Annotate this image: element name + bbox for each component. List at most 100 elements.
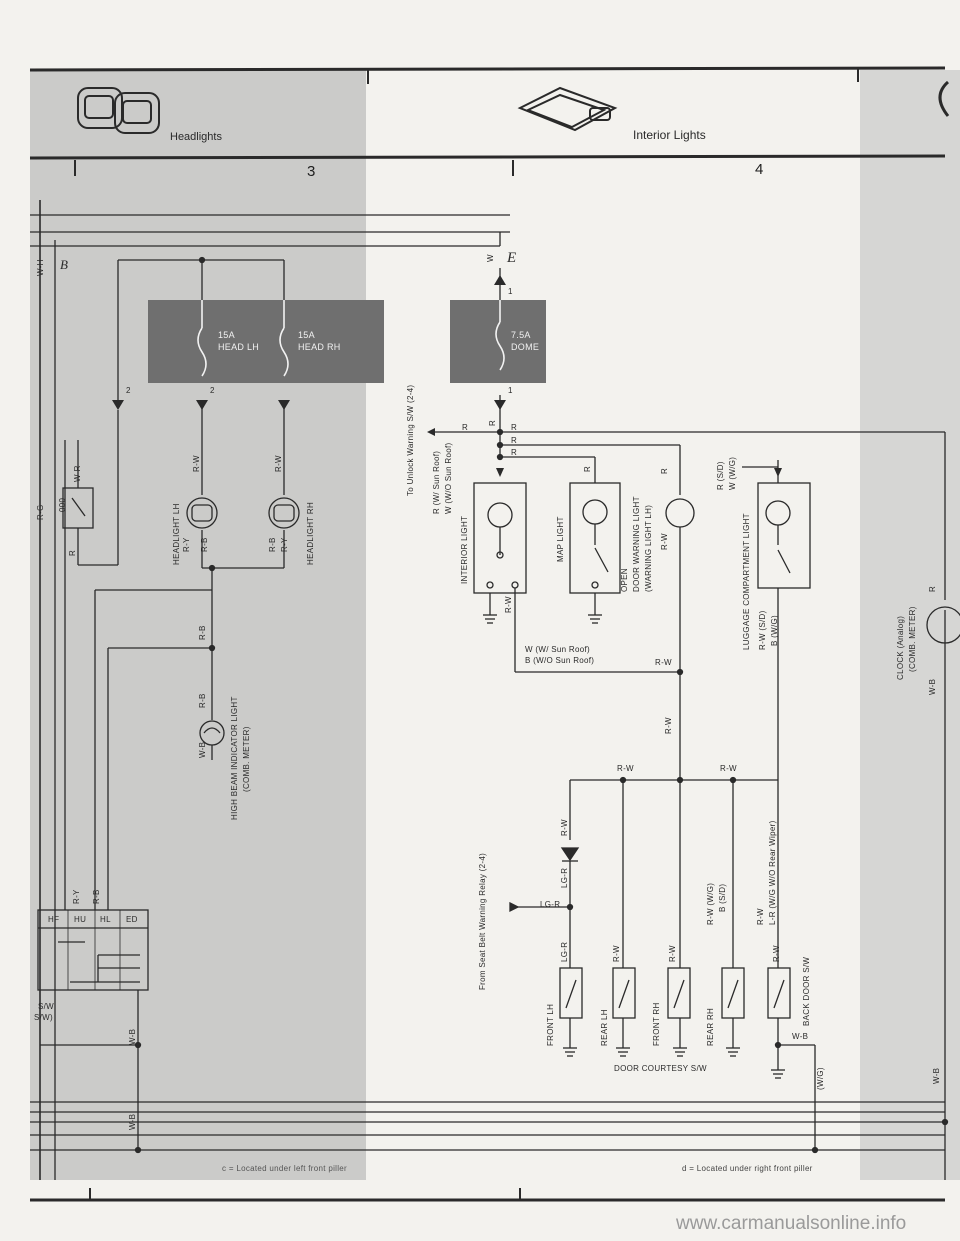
wire-label: W-R: [73, 465, 82, 482]
wire-label: R-W: [664, 717, 673, 734]
wire-label: W-B: [128, 1113, 137, 1130]
note-right-piller: d = Located under right front piller: [682, 1164, 813, 1173]
wire-label: R-W: [192, 455, 201, 472]
switch-front-rh: FRONT RH: [652, 1002, 661, 1046]
wire-label: R-W: [720, 764, 737, 773]
component-map-light: MAP LIGHT: [556, 516, 565, 562]
switch-label-a: S/W: [38, 1002, 55, 1011]
wire-label: W (W/G): [728, 456, 737, 490]
component-headlight-lh: HEADLIGHT LH: [172, 503, 181, 565]
headlight-fuse-box: [148, 300, 384, 383]
fuse-name-head-lh: HEAD LH: [218, 342, 260, 352]
wire-label: R-G: [36, 504, 45, 520]
wire-label: R: [583, 465, 592, 472]
wire-label: R-W: [274, 455, 283, 472]
wire-label: W-B: [198, 741, 207, 758]
wire-label: B (W/G): [770, 615, 779, 646]
wire-label: LG-R: [540, 900, 561, 909]
section-number-4: 4: [755, 161, 764, 178]
switch-rear-lh: REAR LH: [600, 1009, 609, 1046]
fuse-name-dome: DOME: [511, 342, 540, 352]
note-seat-belt-relay: From Seat Belt Warning Relay (2-4): [478, 852, 487, 990]
wire-label: W-B: [792, 1032, 809, 1041]
wire-label: R (S/D): [716, 461, 725, 490]
wire-label: R-W (S/D): [758, 610, 767, 650]
connector-letter-e: E: [507, 250, 517, 266]
fuse-rating-head-rh: 15A: [298, 330, 315, 340]
fuse-name-head-rh: HEAD RH: [298, 342, 341, 352]
wire-label: R-Y: [280, 537, 289, 552]
wire-label: R-W (W/G): [706, 882, 715, 925]
switch-pos-hf: HF: [48, 915, 60, 924]
wire-label: R-W: [756, 908, 765, 925]
wire-label: W: [486, 254, 495, 262]
switch-back-door: BACK DOOR S/W: [802, 956, 811, 1026]
wire-label: R: [511, 436, 518, 445]
switch-label-b: S/W): [34, 1013, 53, 1022]
component-clock-meter: (COMB. METER): [908, 606, 917, 672]
wire-label: R-B: [198, 625, 207, 640]
wire-label: R: [488, 419, 497, 426]
switch-pos-hu: HU: [74, 915, 87, 924]
wire-label: W-B: [128, 1028, 137, 1045]
note-unlock-warning: To Unlock Warning S/W (2-4): [406, 384, 415, 496]
wire-label: R (W/ Sun Roof): [432, 450, 441, 514]
fuse-rating-dome: 7.5A: [511, 330, 531, 340]
wire-label: R-W: [772, 945, 781, 962]
pin-number: 1: [508, 386, 513, 395]
wire-label: R-B: [200, 537, 209, 552]
headlights-title: Headlights: [170, 131, 222, 143]
wire-label: (W/G): [816, 1067, 825, 1090]
wire-label: R-W: [655, 658, 672, 667]
switch-front-lh: FRONT LH: [546, 1003, 555, 1046]
wire-label: R: [511, 448, 518, 457]
component-high-beam-meter: (COMB. METER): [242, 726, 251, 792]
wire-label: B (S/D): [718, 883, 727, 912]
wire-label: W-B: [928, 678, 937, 695]
pin-number: 2: [210, 386, 215, 395]
site-watermark: www.carmanualsonline.info: [676, 1213, 907, 1234]
wire-label: W (W/O Sun Roof): [444, 442, 453, 514]
wire-label: R-W: [504, 596, 513, 613]
component-interior-light: INTERIOR LIGHT: [460, 515, 469, 584]
switch-rear-rh: REAR RH: [706, 1007, 715, 1046]
wire-label: W-H: [36, 259, 45, 276]
interior-lights-title: Interior Lights: [633, 128, 706, 142]
wire-label: R-W: [660, 533, 669, 550]
door-warning-light: DOOR WARNING LIGHT: [632, 496, 641, 592]
wire-label: R-B: [92, 889, 101, 904]
wire-label: R-W: [668, 945, 677, 962]
wire-label: LG-R: [560, 867, 569, 888]
headlights-icon: [77, 87, 160, 134]
wire-label: R: [511, 423, 518, 432]
door-warning-open: OPEN: [620, 568, 629, 592]
pin-number: 1: [508, 287, 513, 296]
section-number-3: 3: [307, 163, 316, 180]
wire-label: W (W/ Sun Roof): [525, 645, 590, 654]
relay-value: 000: [58, 497, 67, 512]
door-warning-lh: (WARNING LIGHT LH): [644, 504, 653, 592]
component-clock: CLOCK (Analog): [896, 615, 905, 680]
wire-label: L-R (W/G W/O Rear Wiper): [768, 820, 777, 925]
wire-label: R: [928, 585, 937, 592]
wire-label: R-W: [617, 764, 634, 773]
wire-label: LG-R: [560, 941, 569, 962]
wire-label: R: [68, 549, 77, 556]
fuse-rating-head-lh: 15A: [218, 330, 235, 340]
component-headlight-rh: HEADLIGHT RH: [306, 501, 315, 565]
shaded-band-left: [30, 70, 366, 1180]
wire-label: R-B: [198, 693, 207, 708]
wire-label: R-W: [560, 819, 569, 836]
shaded-band-right: [860, 70, 960, 1180]
partial-icon-right: [938, 80, 950, 117]
interior-light-icon: [517, 86, 618, 132]
switch-pos-ed: ED: [126, 915, 138, 924]
pin-number: 2: [126, 386, 131, 395]
wire-label: R-Y: [72, 889, 81, 904]
door-courtesy-label: DOOR COURTESY S/W: [614, 1064, 707, 1073]
wire-label: R-Y: [182, 537, 191, 552]
component-luggage-light: LUGGAGE COMPARTMENT LIGHT: [742, 513, 751, 650]
note-left-piller: c = Located under left front piller: [222, 1164, 348, 1173]
